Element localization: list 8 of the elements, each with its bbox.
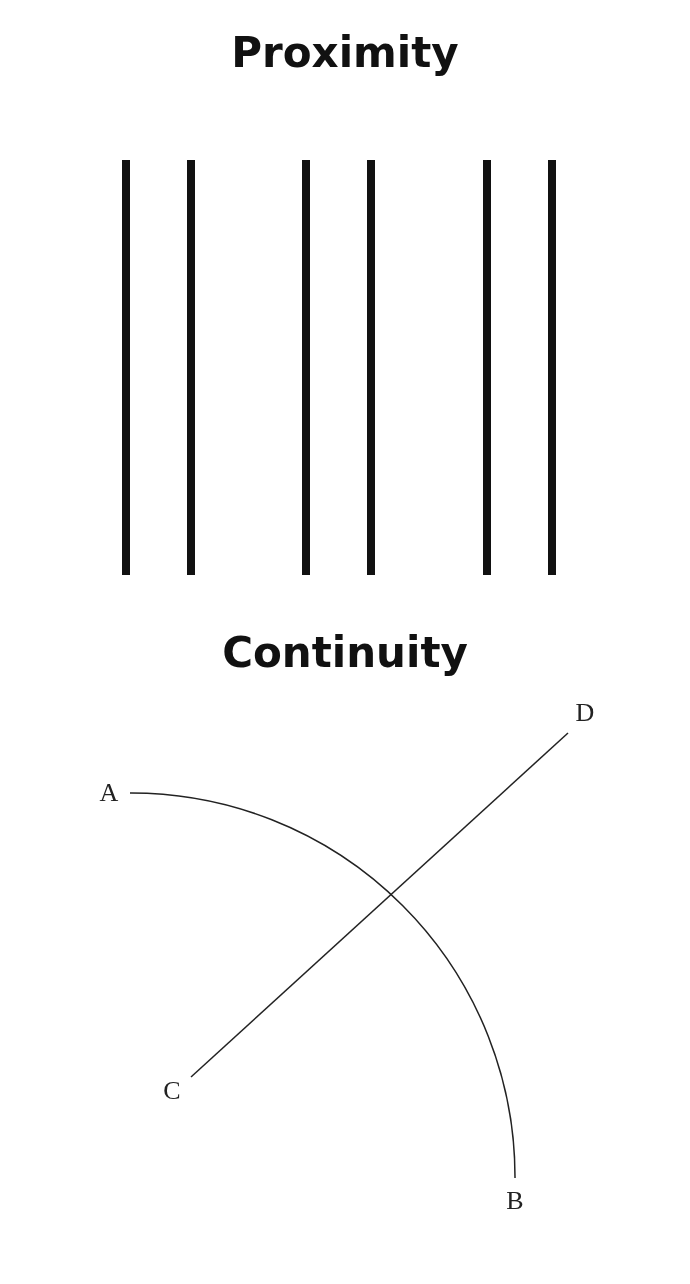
heading: Continuity (222, 628, 468, 678)
point-label: C (160, 1076, 184, 1106)
point-label: B (503, 1186, 527, 1216)
straight-line (190, 732, 569, 1078)
curved-line (129, 792, 516, 1179)
point-label: D (573, 698, 597, 728)
heading: Proximity (231, 28, 459, 78)
point-label: A (97, 778, 121, 808)
